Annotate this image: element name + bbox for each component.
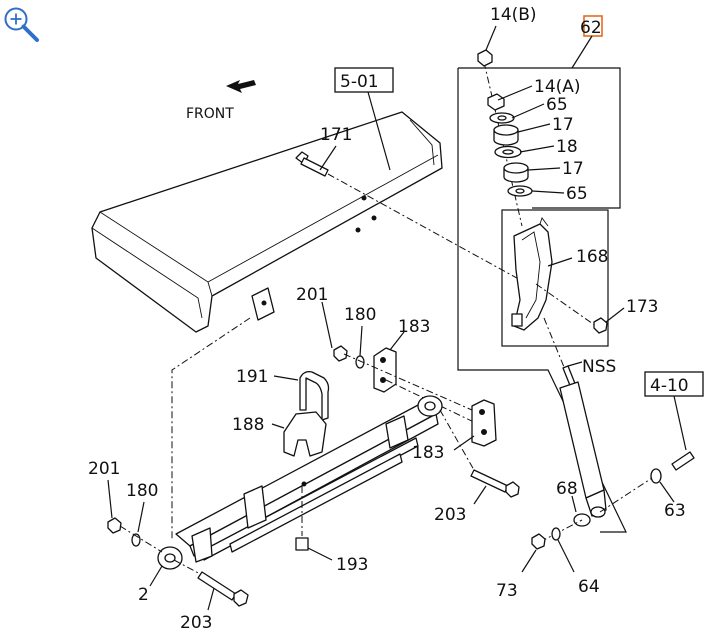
washer-64 bbox=[551, 527, 561, 541]
callout-180-left[interactable]: 180 bbox=[126, 481, 158, 501]
callout-171[interactable]: 171 bbox=[320, 125, 352, 145]
callout-65-top[interactable]: 65 bbox=[546, 95, 568, 115]
callout-191[interactable]: 191 bbox=[236, 367, 268, 387]
callout-188[interactable]: 188 bbox=[232, 415, 264, 435]
nut-201-top bbox=[333, 345, 348, 362]
bushing-17-bot bbox=[503, 162, 529, 183]
callout-203-right[interactable]: 203 bbox=[434, 505, 466, 525]
bolt-203-bottom bbox=[197, 571, 249, 607]
svg-text:62: 62 bbox=[580, 18, 602, 38]
washer-65-top bbox=[489, 112, 515, 124]
callout-183-bot[interactable]: 183 bbox=[412, 443, 444, 463]
callout-193[interactable]: 193 bbox=[336, 555, 368, 575]
callout-73[interactable]: 73 bbox=[496, 581, 518, 601]
nut-173 bbox=[593, 317, 608, 334]
callout-64[interactable]: 64 bbox=[578, 577, 600, 597]
callout-14a[interactable]: 14(A) bbox=[534, 77, 581, 97]
stud-63 bbox=[650, 451, 695, 484]
callout-63[interactable]: 63 bbox=[664, 501, 686, 521]
nut-14b bbox=[477, 49, 493, 67]
callout-183-top[interactable]: 183 bbox=[398, 317, 430, 337]
callout-65-bot[interactable]: 65 bbox=[566, 184, 588, 204]
callout-201-top[interactable]: 201 bbox=[296, 285, 328, 305]
callout-18[interactable]: 18 bbox=[556, 137, 578, 157]
sleeve-18 bbox=[494, 145, 522, 159]
bolt-171 bbox=[295, 151, 329, 177]
callout-168[interactable]: 168 bbox=[576, 247, 608, 267]
frame-rail bbox=[91, 111, 443, 333]
callout-173[interactable]: 173 bbox=[626, 297, 658, 317]
callout-180-top[interactable]: 180 bbox=[344, 305, 376, 325]
spacer-188 bbox=[283, 411, 327, 457]
nut-193 bbox=[295, 537, 309, 551]
shackle-plate-183-top bbox=[373, 347, 397, 393]
nut-14a bbox=[487, 93, 505, 111]
callout-203-bottom[interactable]: 203 bbox=[180, 613, 212, 633]
callout-17-bot[interactable]: 17 bbox=[562, 159, 584, 179]
shock-absorber bbox=[559, 365, 607, 518]
u-bolt-191 bbox=[299, 370, 330, 421]
shackle-plate-183-bot bbox=[471, 399, 497, 447]
bolt-203-right bbox=[470, 469, 520, 498]
leaf-spring bbox=[157, 395, 443, 570]
callout-2[interactable]: 2 bbox=[138, 585, 149, 605]
callout-68[interactable]: 68 bbox=[556, 479, 578, 499]
zoom-in-icon[interactable] bbox=[2, 4, 42, 44]
washer-65-bot bbox=[507, 185, 533, 197]
ref-box-shock[interactable]: 4-10 bbox=[644, 371, 704, 397]
bushing-17-top bbox=[493, 124, 519, 146]
callout-201-left[interactable]: 201 bbox=[88, 459, 120, 479]
front-arrow-icon bbox=[226, 80, 256, 93]
svg-text:5-01: 5-01 bbox=[340, 72, 379, 92]
nut-201-left bbox=[107, 517, 122, 534]
ref-box-frame[interactable]: 5-01 bbox=[334, 67, 394, 93]
front-label: FRONT bbox=[186, 106, 234, 122]
callout-17-top[interactable]: 17 bbox=[552, 115, 574, 135]
callout-nss[interactable]: NSS bbox=[582, 357, 616, 377]
shock-bracket-168 bbox=[511, 217, 553, 331]
ref-box-group[interactable]: 62 bbox=[580, 15, 603, 38]
nut-73 bbox=[531, 533, 546, 550]
callout-14b[interactable]: 14(B) bbox=[490, 5, 537, 25]
svg-text:4-10: 4-10 bbox=[650, 376, 689, 396]
